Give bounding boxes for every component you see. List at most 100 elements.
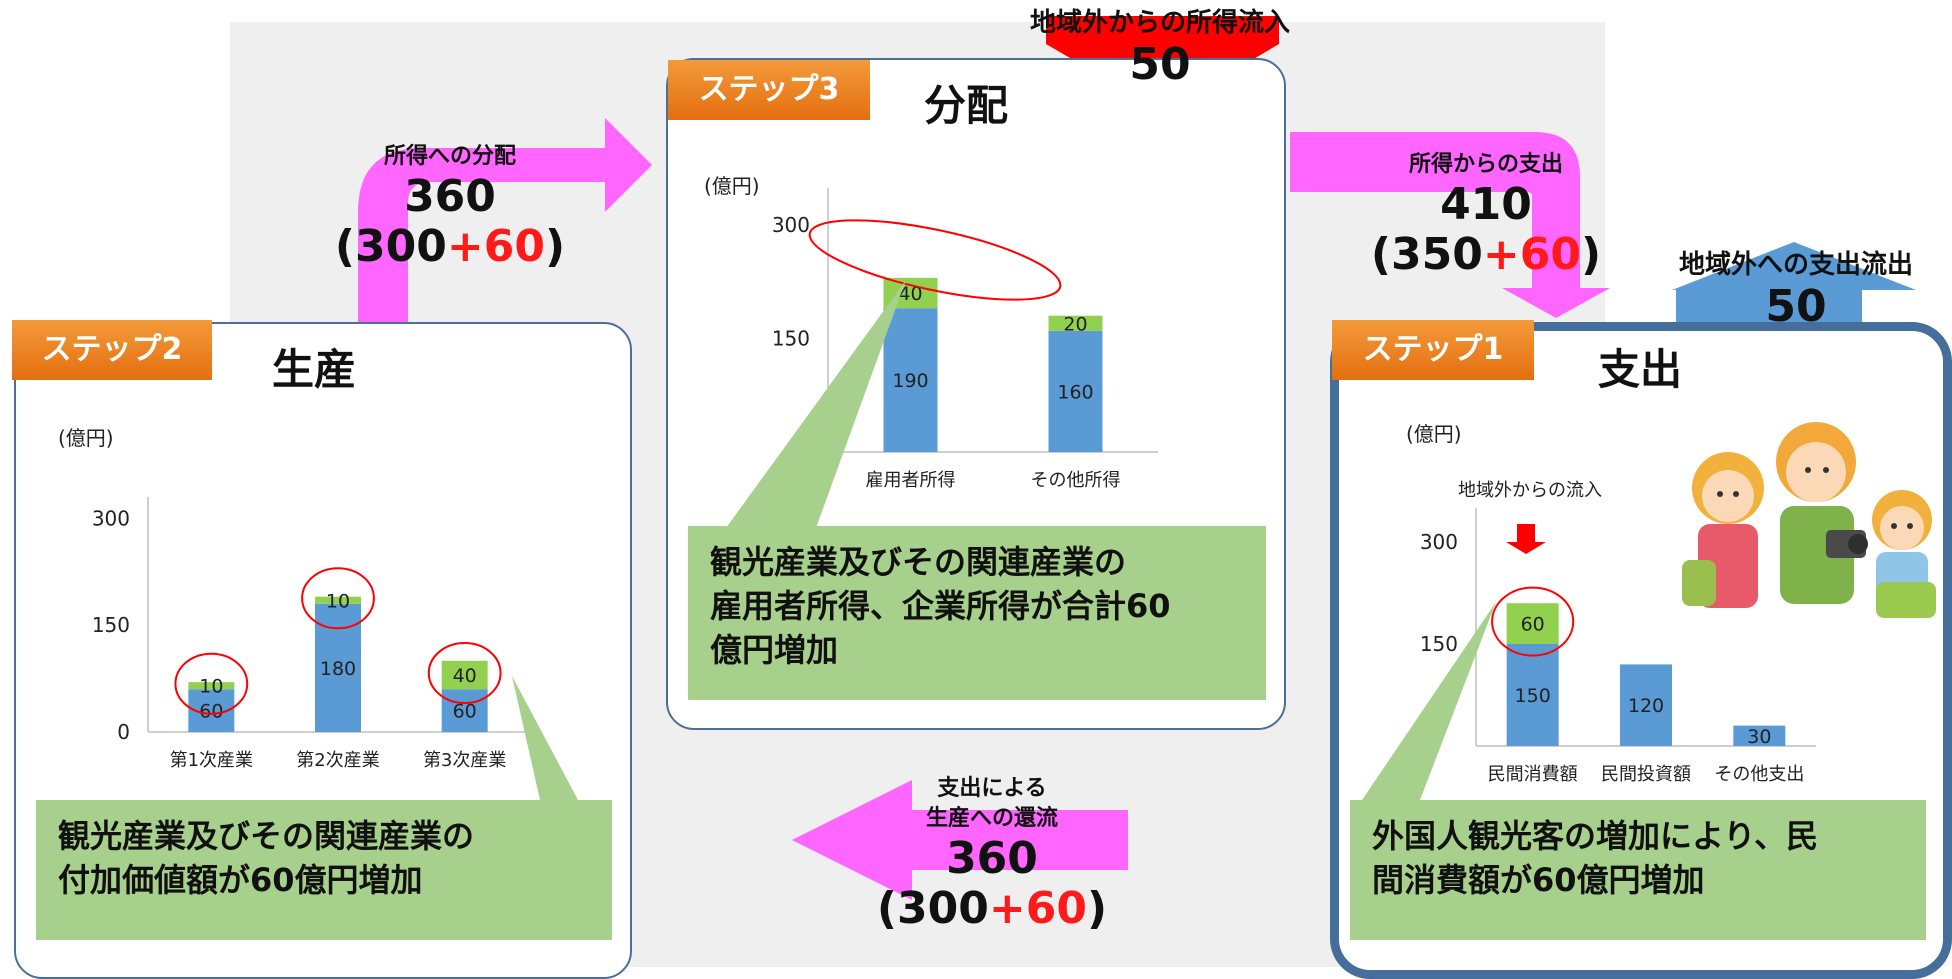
step1-note-line1: 外国人観光客の増加により、民 bbox=[1372, 817, 1819, 855]
bar-value-label: 190 bbox=[892, 370, 928, 392]
y-tick-label: 300 bbox=[772, 213, 810, 237]
highlight-ellipse bbox=[427, 642, 502, 705]
bar-segment bbox=[883, 308, 938, 452]
income-inflow-label: 地域外からの所得流入 50 bbox=[980, 6, 1340, 90]
step3-tag: ステップ3 bbox=[668, 60, 870, 120]
step3-unit: (億円) bbox=[704, 174, 760, 198]
bar-segment bbox=[441, 689, 488, 732]
bar-segment bbox=[1506, 644, 1559, 746]
expenditure-chart: 150 300 150 60 民間消費額 120 民間投資額 30 その他支出 地域外からの流入 bbox=[1420, 480, 1816, 785]
return-to-production-title2: 生産への還流 bbox=[925, 806, 1058, 831]
expenditure-from-income-title: 所得からの支出 bbox=[1408, 152, 1563, 177]
return-to-production-label: 支出による 生産への還流 360 (300+60) bbox=[842, 774, 1142, 934]
bar-value-label: 20 bbox=[1063, 313, 1087, 335]
inflow-label: 地域外からの流入 bbox=[1458, 480, 1602, 501]
bar-value-label: 40 bbox=[898, 283, 922, 305]
step3-callout-pointer bbox=[726, 280, 906, 528]
y-tick-label: 300 bbox=[1420, 530, 1458, 554]
income-distribution-title: 所得への分配 bbox=[383, 144, 516, 169]
bar-value-label: 120 bbox=[1628, 695, 1664, 717]
y-tick-label: 300 bbox=[92, 506, 130, 530]
income-distribution-breakdown: (300+60) bbox=[300, 222, 600, 272]
income-inflow-title: 地域外からの所得流入 bbox=[1029, 8, 1290, 38]
step1-unit: (億円) bbox=[1406, 422, 1462, 446]
y-tick-label: 150 bbox=[92, 613, 130, 637]
y-tick-label: 150 bbox=[772, 326, 810, 350]
step1-callout-pointer bbox=[1362, 602, 1496, 800]
category-label: 民間消費額 bbox=[1488, 764, 1578, 785]
bar-segment bbox=[1506, 603, 1559, 644]
step1-note: 外国人観光客の増加により、民 間消費額が60億円増加 bbox=[1350, 800, 1926, 940]
step1-tag: ステップ1 bbox=[1332, 320, 1534, 380]
category-label: 第2次産業 bbox=[296, 750, 379, 771]
highlight-ellipse bbox=[1491, 586, 1575, 657]
highlight-ellipse bbox=[808, 219, 1062, 301]
arrow-return-to-production bbox=[792, 780, 1128, 900]
step1-title: 支出 bbox=[1598, 345, 1683, 394]
bar-segment bbox=[315, 596, 361, 604]
bar-value-label: 60 bbox=[1521, 614, 1545, 636]
return-to-production-base: 300 bbox=[897, 883, 989, 934]
income-distribution-label: 所得への分配 360 (300+60) bbox=[300, 142, 600, 272]
income-distribution-close: ) bbox=[544, 221, 566, 272]
bar-value-label: 10 bbox=[199, 676, 223, 698]
bar-segment bbox=[1048, 330, 1103, 452]
return-to-production-breakdown: (300+60) bbox=[842, 884, 1142, 934]
bar-value-label: 40 bbox=[453, 665, 477, 687]
bar-value-label: 150 bbox=[1515, 685, 1551, 707]
income-distribution-open: ( bbox=[334, 221, 356, 272]
y-tick-label: 150 bbox=[1420, 632, 1458, 656]
category-label: 第1次産業 bbox=[170, 750, 253, 771]
income-distribution-base: 300 bbox=[355, 221, 447, 272]
expenditure-outflow-value: 50 bbox=[1765, 281, 1827, 332]
category-label: 雇用者所得 bbox=[866, 470, 956, 491]
category-label: 第3次産業 bbox=[423, 750, 506, 771]
step2-tag: ステップ2 bbox=[12, 320, 212, 380]
expenditure-from-income-total: 410 bbox=[1440, 179, 1532, 230]
return-to-production-total: 360 bbox=[946, 833, 1038, 884]
expenditure-outflow-title: 地域外への支出流出 bbox=[1678, 250, 1913, 280]
bar-value-label: 180 bbox=[320, 658, 356, 680]
return-to-production-open: ( bbox=[876, 883, 898, 934]
income-distribution-plus: +60 bbox=[446, 221, 545, 272]
y-tick-label: 0 bbox=[117, 720, 130, 744]
bar-value-label: 30 bbox=[1747, 726, 1771, 748]
step3-note-line1: 観光産業及びその関連産業の bbox=[710, 543, 1127, 581]
expenditure-from-income-breakdown: (350+60) bbox=[1336, 230, 1636, 280]
expenditure-from-income-plus: +60 bbox=[1482, 229, 1581, 280]
highlight-ellipse bbox=[301, 567, 375, 630]
step3-note: 観光産業及びその関連産業の 雇用者所得、企業所得が合計60 億円増加 bbox=[688, 526, 1266, 700]
step2-note: 観光産業及びその関連産業の 付加価値額が60億円増加 bbox=[36, 800, 612, 940]
step2-callout-pointer bbox=[512, 676, 578, 800]
step2-title: 生産 bbox=[272, 345, 357, 394]
bar-value-label: 60 bbox=[453, 701, 477, 723]
step3-title: 分配 bbox=[924, 81, 1009, 130]
return-to-production-title1: 支出による bbox=[937, 776, 1047, 801]
return-to-production-close: ) bbox=[1086, 883, 1108, 934]
expenditure-from-income-base: 350 bbox=[1391, 229, 1483, 280]
bar-segment bbox=[1620, 664, 1672, 746]
step1-note-line2: 間消費額が60億円増加 bbox=[1372, 861, 1705, 899]
bar-segment bbox=[1048, 315, 1103, 331]
category-label: 民間投資額 bbox=[1601, 764, 1691, 785]
highlight-ellipse bbox=[174, 652, 249, 715]
return-to-production-plus: +60 bbox=[988, 883, 1087, 934]
inflow-arrow-icon bbox=[1506, 524, 1546, 554]
expenditure-from-income-open: ( bbox=[1370, 229, 1392, 280]
arrow-expenditure-from-income bbox=[1290, 132, 1610, 318]
income-distribution-total: 360 bbox=[404, 171, 496, 222]
expenditure-outflow-label: 地域外への支出流出 50 bbox=[1646, 248, 1946, 332]
category-label: その他所得 bbox=[1031, 470, 1121, 491]
bar-value-label: 10 bbox=[326, 590, 350, 612]
step2-note-line2: 付加価値額が60億円増加 bbox=[58, 861, 423, 899]
expenditure-from-income-close: ) bbox=[1580, 229, 1602, 280]
bar-value-label: 160 bbox=[1057, 381, 1093, 403]
bar-segment bbox=[1733, 725, 1786, 746]
bar-segment bbox=[441, 660, 488, 690]
tourists-illustration bbox=[1682, 422, 1936, 618]
step3-note-line2: 雇用者所得、企業所得が合計60 bbox=[710, 587, 1171, 625]
category-label: その他支出 bbox=[1714, 764, 1804, 785]
distribution-chart: 150 300 190 40 雇用者所得 160 20 その他所得 bbox=[772, 188, 1158, 491]
